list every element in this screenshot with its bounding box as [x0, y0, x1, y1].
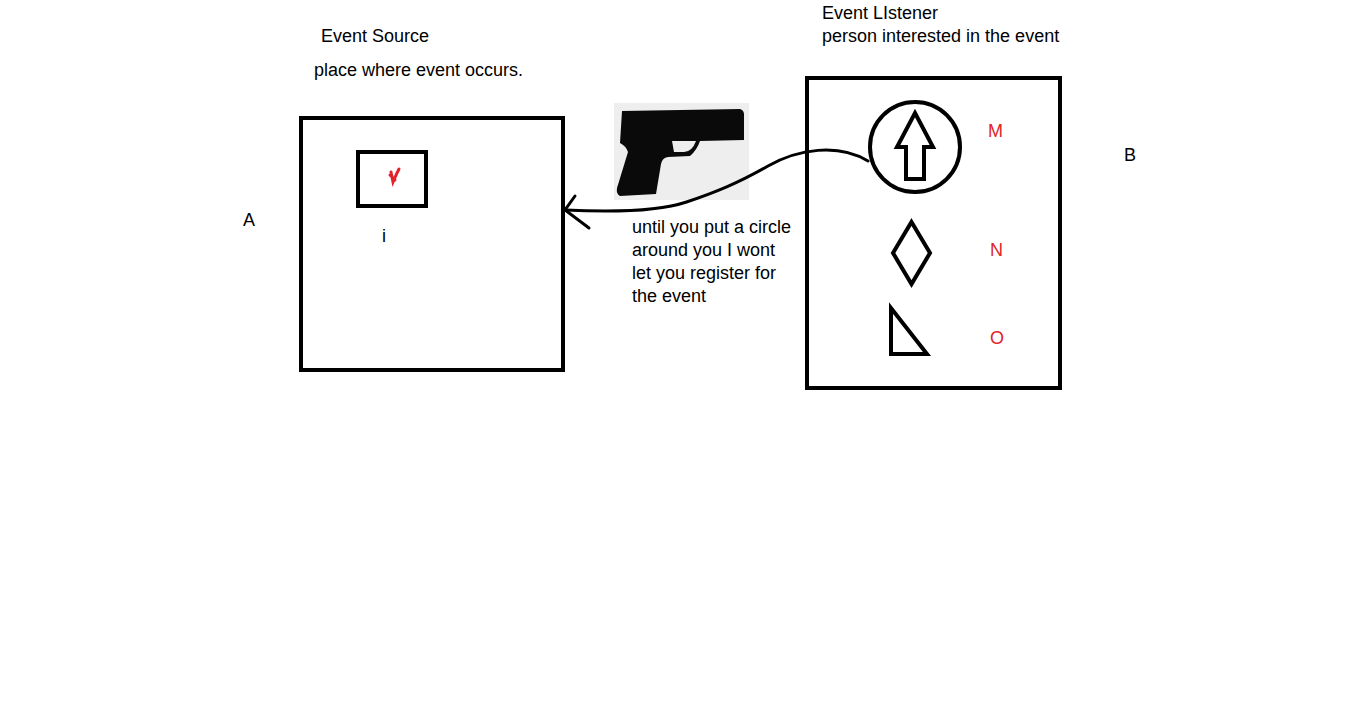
event-source-box: Event Sourceplace where event occurs.i [299, 116, 565, 372]
subheading: person interested in the event [822, 25, 1059, 47]
heading: Event LIstener [822, 2, 938, 24]
subheading: place where event occurs. [314, 59, 523, 81]
red-mark [390, 169, 399, 182]
part-letter: A [243, 209, 255, 231]
part-letter: B [1124, 144, 1136, 166]
circle-outline [868, 100, 962, 194]
heading: Event Source [321, 25, 429, 47]
event-listener-box: Event LIstenerperson interested in the e… [805, 76, 1062, 390]
inner-box: i [356, 150, 428, 208]
triangle-symbol: O [888, 305, 930, 357]
symbol-letter: O [990, 327, 1004, 349]
diamond-symbol: N [891, 220, 932, 286]
circle-arrow-symbol: M [868, 100, 962, 194]
inner-label: i [382, 225, 386, 247]
triangle-outline [888, 305, 930, 357]
event-arrow [565, 150, 868, 228]
symbol-letter: M [988, 120, 1003, 142]
edge-label: until you put a circle around you I wont… [632, 216, 797, 308]
symbol-letter: N [990, 239, 1003, 261]
diamond-outline [891, 220, 932, 286]
